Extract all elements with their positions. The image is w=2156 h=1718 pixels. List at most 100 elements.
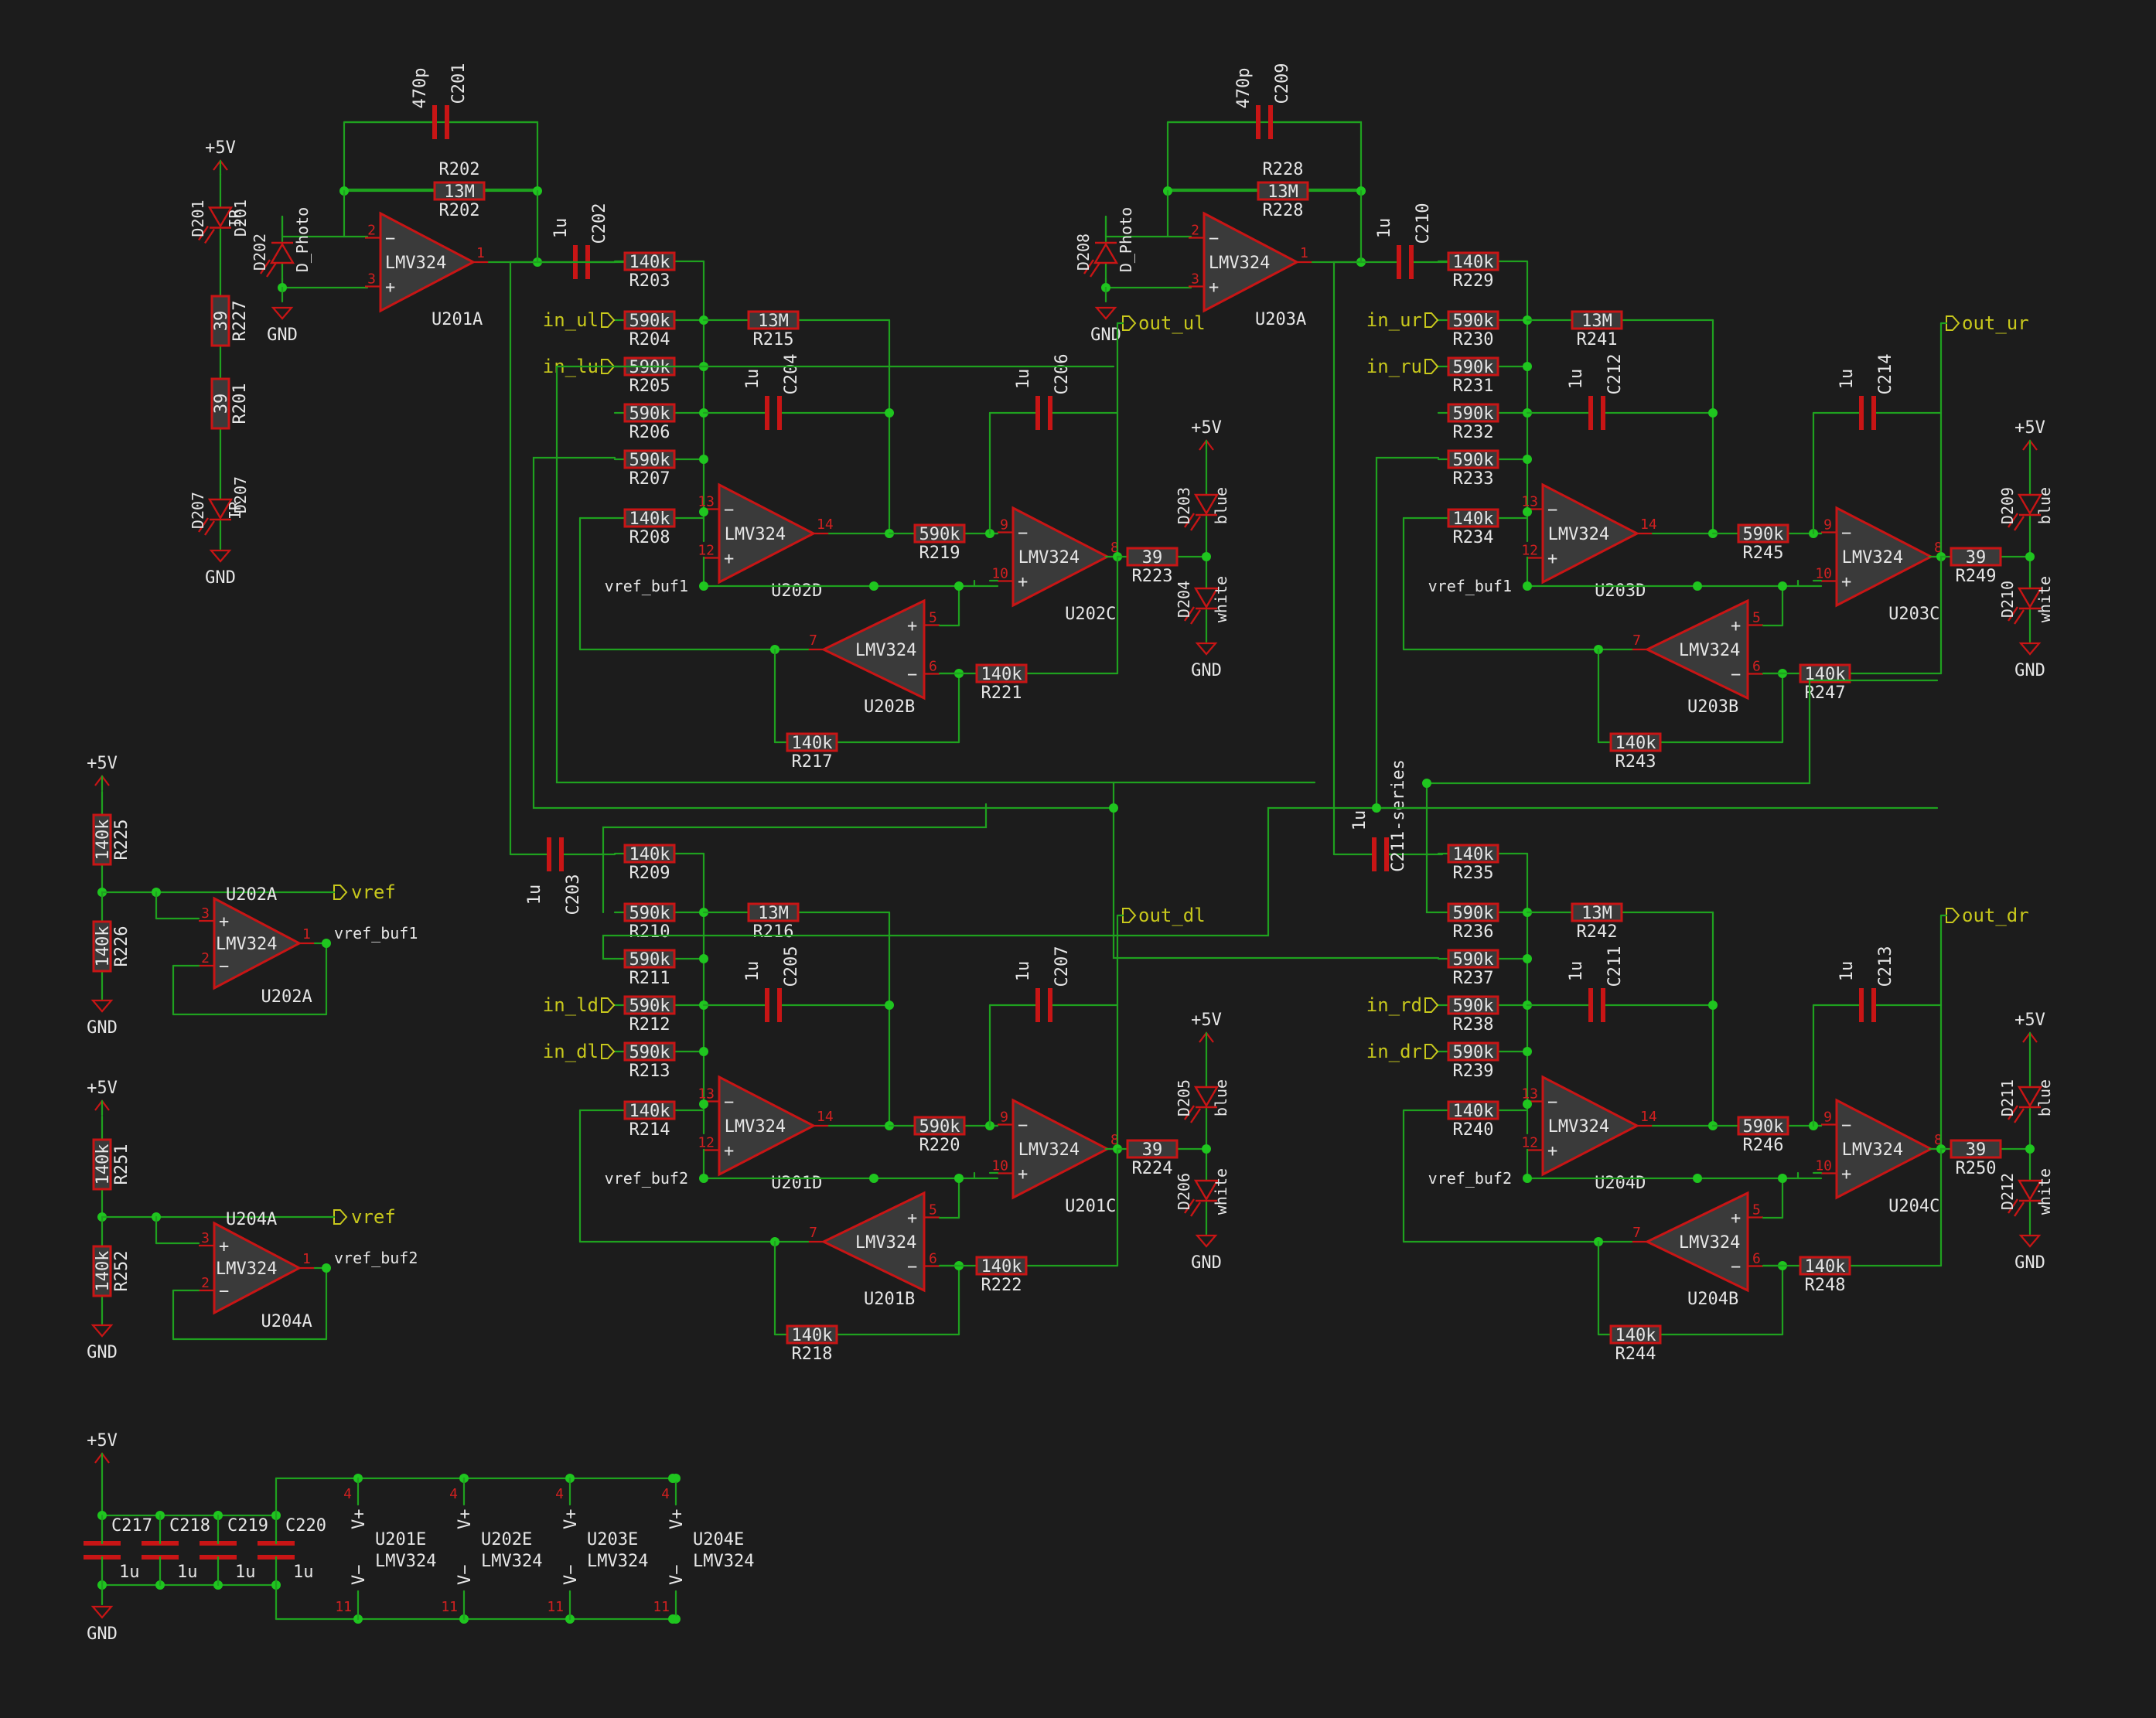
pin-number: 11 <box>441 1599 458 1615</box>
net-label-in_rd: in_rd <box>1366 994 1422 1016</box>
photodiode-label: D_Photo <box>293 207 312 272</box>
junction-dot <box>1708 1000 1718 1010</box>
diode-value: blue <box>1212 1079 1230 1116</box>
diode-value: white <box>1212 576 1230 622</box>
resistor-body <box>210 295 230 347</box>
capacitor-ref: C203 <box>564 874 583 915</box>
light-arrow-icon <box>1190 609 1201 625</box>
power-pin-label: V− <box>455 1565 475 1586</box>
resistor-value: 590k <box>629 1043 670 1062</box>
resistor-ref: R234 <box>1453 528 1494 547</box>
resistor-ref: R239 <box>1453 1062 1494 1081</box>
ground-label: GND <box>87 1018 118 1038</box>
diode-ref: D206 <box>1175 1173 1193 1210</box>
resistor-ref: R208 <box>629 528 670 547</box>
power-label: +5V <box>87 1079 118 1098</box>
resistor-ref: R204 <box>629 330 670 349</box>
diode-value: blue <box>2035 487 2054 524</box>
capacitor-value: 470p <box>411 68 430 109</box>
junction-dot <box>699 954 708 963</box>
opamp-body <box>1011 1098 1110 1200</box>
wire <box>1112 806 1440 960</box>
pin-number: 1 <box>476 245 485 261</box>
resistor-ref: R246 <box>1743 1136 1784 1155</box>
junction-dot <box>699 1174 708 1183</box>
resistor-value: 590k <box>1453 1043 1494 1062</box>
resistor-body <box>623 1100 676 1120</box>
pin-number: 7 <box>809 1225 817 1241</box>
opamp-sign: − <box>1731 666 1741 685</box>
opamp-ref: U203C <box>1888 605 1939 624</box>
junction-dot <box>869 581 878 591</box>
resistor-ref: R212 <box>629 1015 670 1035</box>
ground-icon <box>90 999 114 1013</box>
resistor-ref: R220 <box>919 1136 960 1155</box>
junction-dot <box>699 507 708 516</box>
power-pin-label: V− <box>350 1565 369 1586</box>
resistor-ref: R237 <box>1453 969 1494 988</box>
resistor-value: 140k <box>94 926 113 967</box>
opamp-sign: + <box>219 912 229 932</box>
resistor-value: 590k <box>1743 1117 1784 1137</box>
junction-dot <box>954 1174 964 1183</box>
diode-triangle <box>207 206 234 228</box>
pin-number: 2 <box>367 223 376 239</box>
opamp-value: LMV324 <box>855 1233 916 1253</box>
pin-number: 14 <box>817 516 834 533</box>
pin-number: 4 <box>449 1486 458 1502</box>
opamp-value: LMV324 <box>855 641 916 660</box>
pin-number: 13 <box>698 1086 715 1103</box>
net-flag-icon <box>601 312 616 328</box>
resistor-value: 140k <box>94 820 113 861</box>
capacitor-ref: C217 <box>111 1516 152 1536</box>
pin-number: 5 <box>929 1202 937 1219</box>
resistor-ref: R229 <box>1453 271 1494 291</box>
pin-number: 1 <box>1300 245 1308 261</box>
resistor-ref: R247 <box>1805 683 1846 703</box>
resistor-value: 140k <box>629 1102 670 1121</box>
ground-label: GND <box>1191 1253 1222 1273</box>
resistor-ref: R244 <box>1615 1345 1656 1364</box>
pin-number: 11 <box>547 1599 564 1615</box>
ground-label: GND <box>1090 326 1121 345</box>
power-label: +5V <box>2014 418 2045 438</box>
diode-value: blue <box>1212 487 1230 524</box>
resistor-ref: R242 <box>1577 922 1618 942</box>
junction-dot <box>699 1099 708 1109</box>
opamp-sign: − <box>1018 1116 1028 1136</box>
resistor-value: 39 <box>212 394 231 414</box>
diode-ref: D207 <box>231 476 250 513</box>
net-label-vref: vref <box>351 881 396 903</box>
resistor-body <box>1950 1139 2002 1159</box>
wire <box>1375 456 1440 810</box>
capacitor-ref: C204 <box>782 354 801 395</box>
power-pin-label: V+ <box>455 1509 475 1530</box>
capacitor-ref: C219 <box>227 1516 268 1536</box>
resistor-body <box>210 377 230 430</box>
light-arrow-icon <box>2014 609 2025 625</box>
capacitor-ref: C201 <box>449 63 469 104</box>
resistor-ref: R231 <box>1453 377 1494 396</box>
junction-dot <box>885 1000 894 1010</box>
wire <box>602 806 1939 960</box>
diode-triangle <box>1093 242 1119 264</box>
opamp-sign: − <box>385 230 395 249</box>
light-arrow-icon <box>1184 513 1195 528</box>
pin-number: 9 <box>1823 1110 1832 1126</box>
opamp-sign: − <box>1731 1258 1741 1277</box>
light-arrow-icon <box>1184 606 1195 622</box>
ground-icon <box>90 1605 114 1619</box>
